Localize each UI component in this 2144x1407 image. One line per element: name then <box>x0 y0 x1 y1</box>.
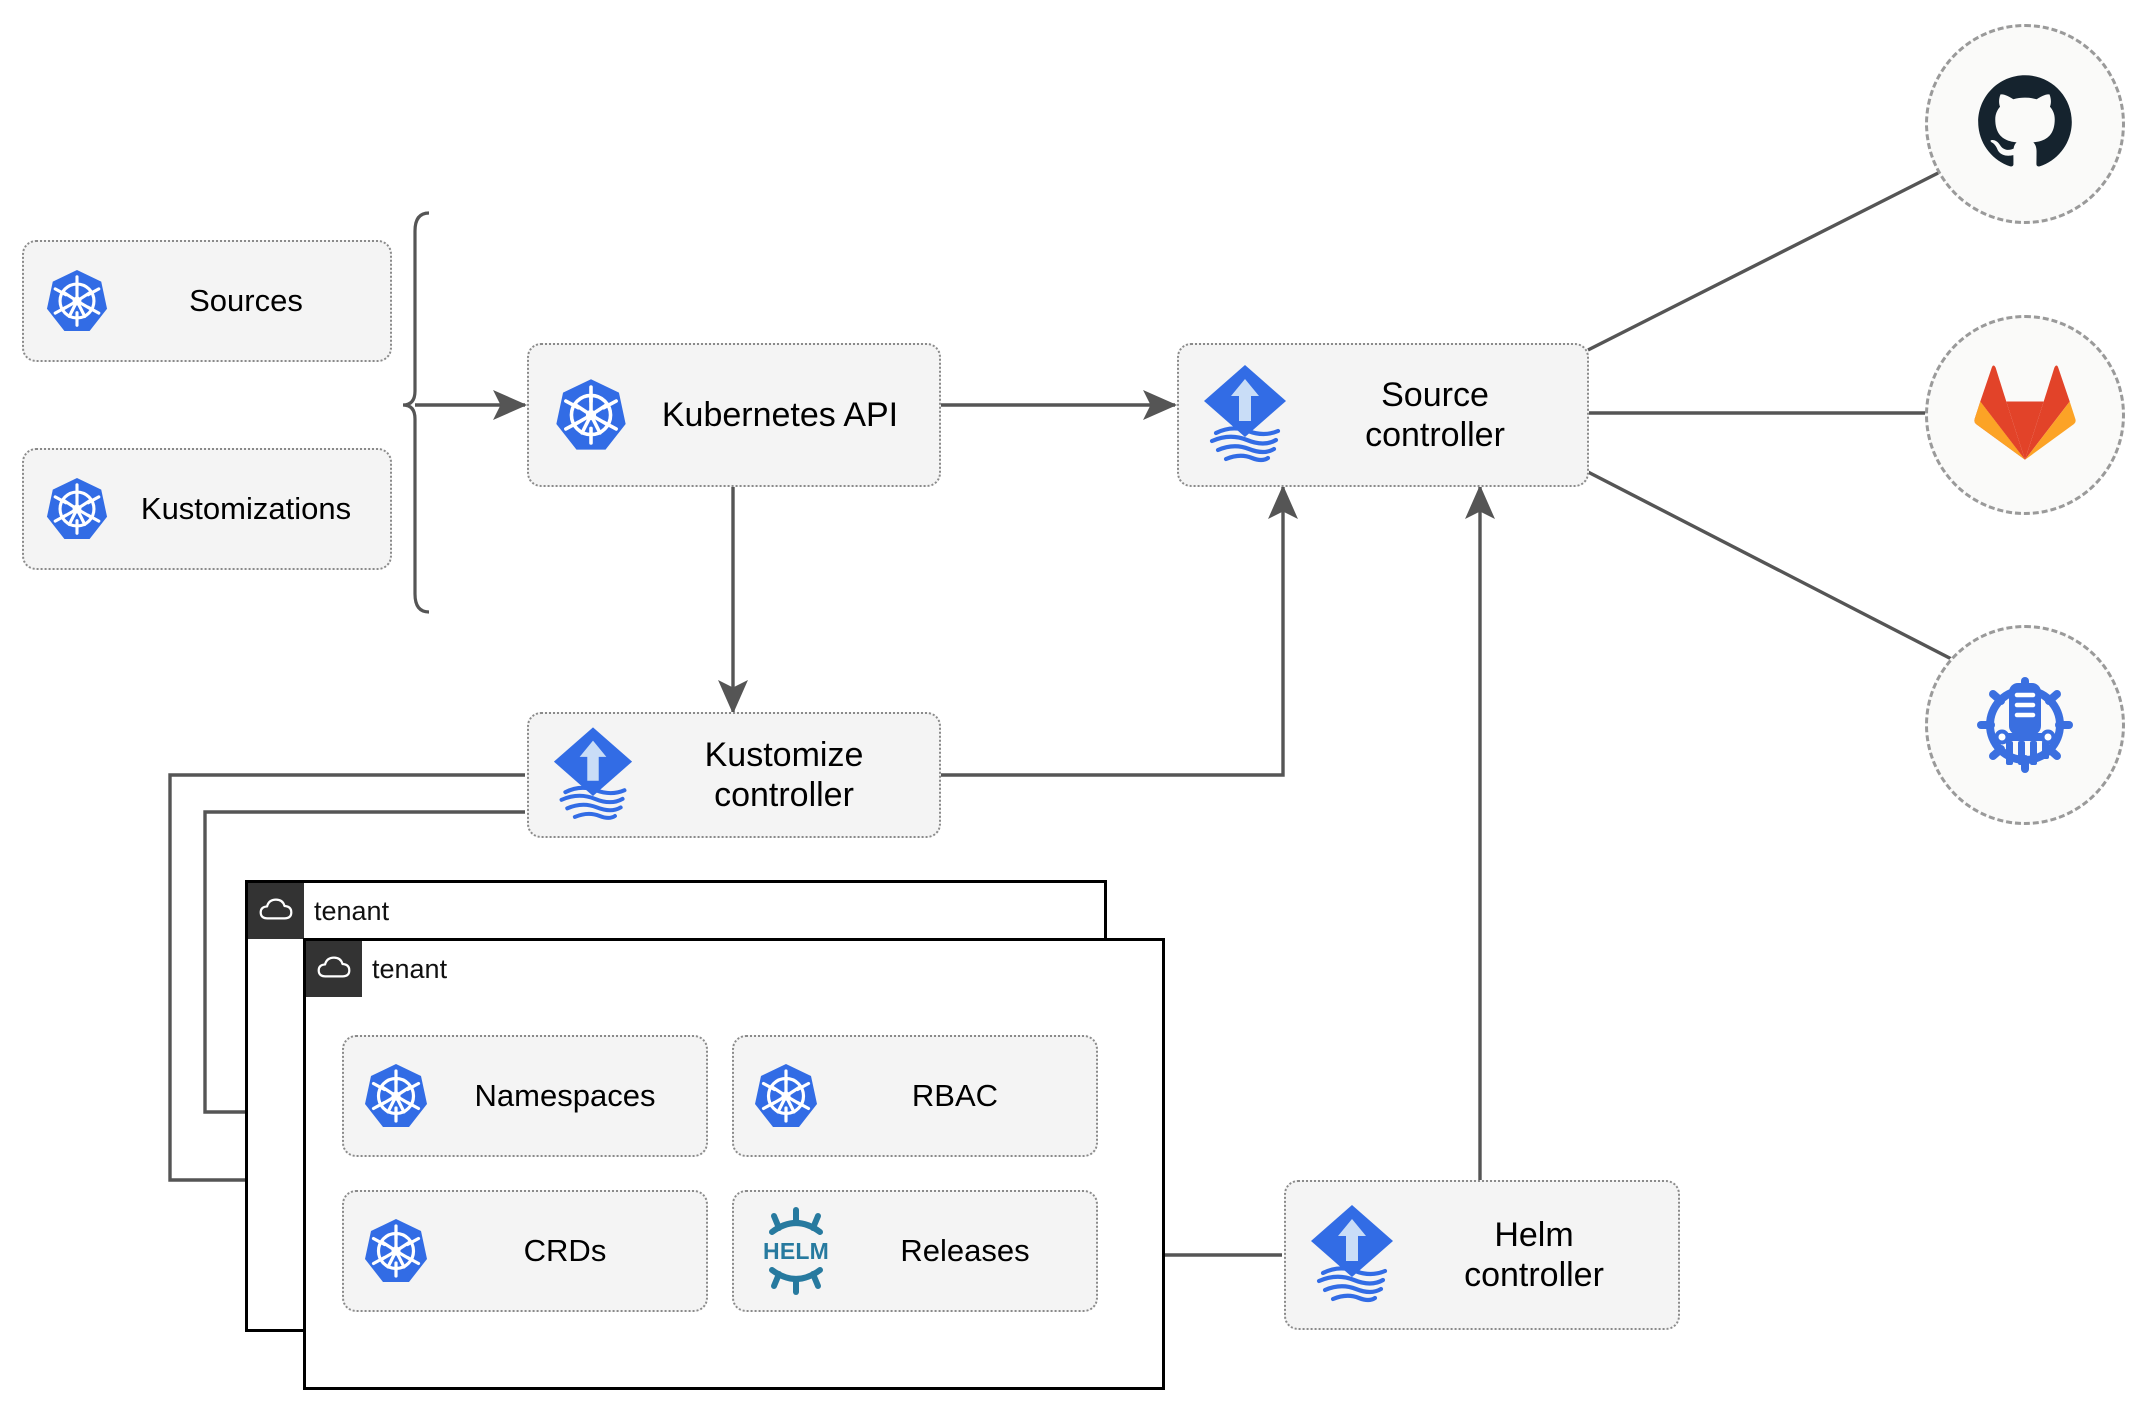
svg-text:HELM: HELM <box>763 1238 829 1264</box>
node-label: CRDs <box>523 1232 607 1268</box>
node-releases[interactable]: HELM Releases <box>732 1190 1098 1312</box>
node-sources[interactable]: Sources <box>22 240 392 362</box>
node-rbac[interactable]: RBAC <box>732 1035 1098 1157</box>
kubernetes-icon <box>356 1217 436 1285</box>
node-crds[interactable]: CRDs <box>342 1190 708 1312</box>
node-label: Helm controller <box>1464 1215 1604 1294</box>
edge-kustomize-to-source <box>941 484 1298 777</box>
node-helm-controller[interactable]: Helm controller <box>1284 1180 1680 1330</box>
edge-resources-brace <box>402 211 430 614</box>
node-kubernetes-api[interactable]: Kubernetes API <box>527 343 941 487</box>
node-kustomize-controller[interactable]: Kustomize controller <box>527 712 941 838</box>
node-label: Namespaces <box>474 1077 656 1113</box>
tenant-window-inner: tenant <box>303 938 1165 1390</box>
gitlab-icon <box>1973 364 2077 467</box>
node-label: Source controller <box>1365 375 1505 454</box>
node-label: Kustomize controller <box>704 735 864 814</box>
tenant-tab-outer <box>248 883 304 939</box>
flux-icon <box>543 725 643 825</box>
github-icon <box>1973 70 2077 179</box>
helm-logo-icon: HELM <box>746 1206 846 1296</box>
cloud-icon <box>317 955 351 984</box>
node-label: RBAC <box>911 1077 999 1113</box>
tenant-tab-inner <box>306 941 362 997</box>
kubernetes-icon <box>356 1062 436 1130</box>
provider-github[interactable] <box>1925 24 2125 224</box>
flux-icon <box>1193 363 1297 467</box>
kubernetes-icon <box>545 377 637 453</box>
kubernetes-icon <box>38 476 116 542</box>
provider-gitlab[interactable] <box>1925 315 2125 515</box>
provider-helm-repository[interactable] <box>1925 625 2125 825</box>
node-source-controller[interactable]: Source controller <box>1177 343 1589 487</box>
node-kustomizations[interactable]: Kustomizations <box>22 448 392 570</box>
node-namespaces[interactable]: Namespaces <box>342 1035 708 1157</box>
node-label: Kubernetes API <box>661 395 899 434</box>
node-label: Sources <box>189 282 303 318</box>
flux-icon <box>1300 1203 1404 1307</box>
node-label: Releases <box>900 1232 1030 1268</box>
node-label: Kustomizations <box>140 490 352 526</box>
kubernetes-icon <box>38 268 116 334</box>
kubernetes-icon <box>746 1062 826 1130</box>
tenant-label-inner: tenant <box>372 953 448 984</box>
helm-repository-icon <box>1969 667 2081 784</box>
cloud-icon <box>259 897 293 926</box>
tenant-label-outer: tenant <box>314 895 390 926</box>
